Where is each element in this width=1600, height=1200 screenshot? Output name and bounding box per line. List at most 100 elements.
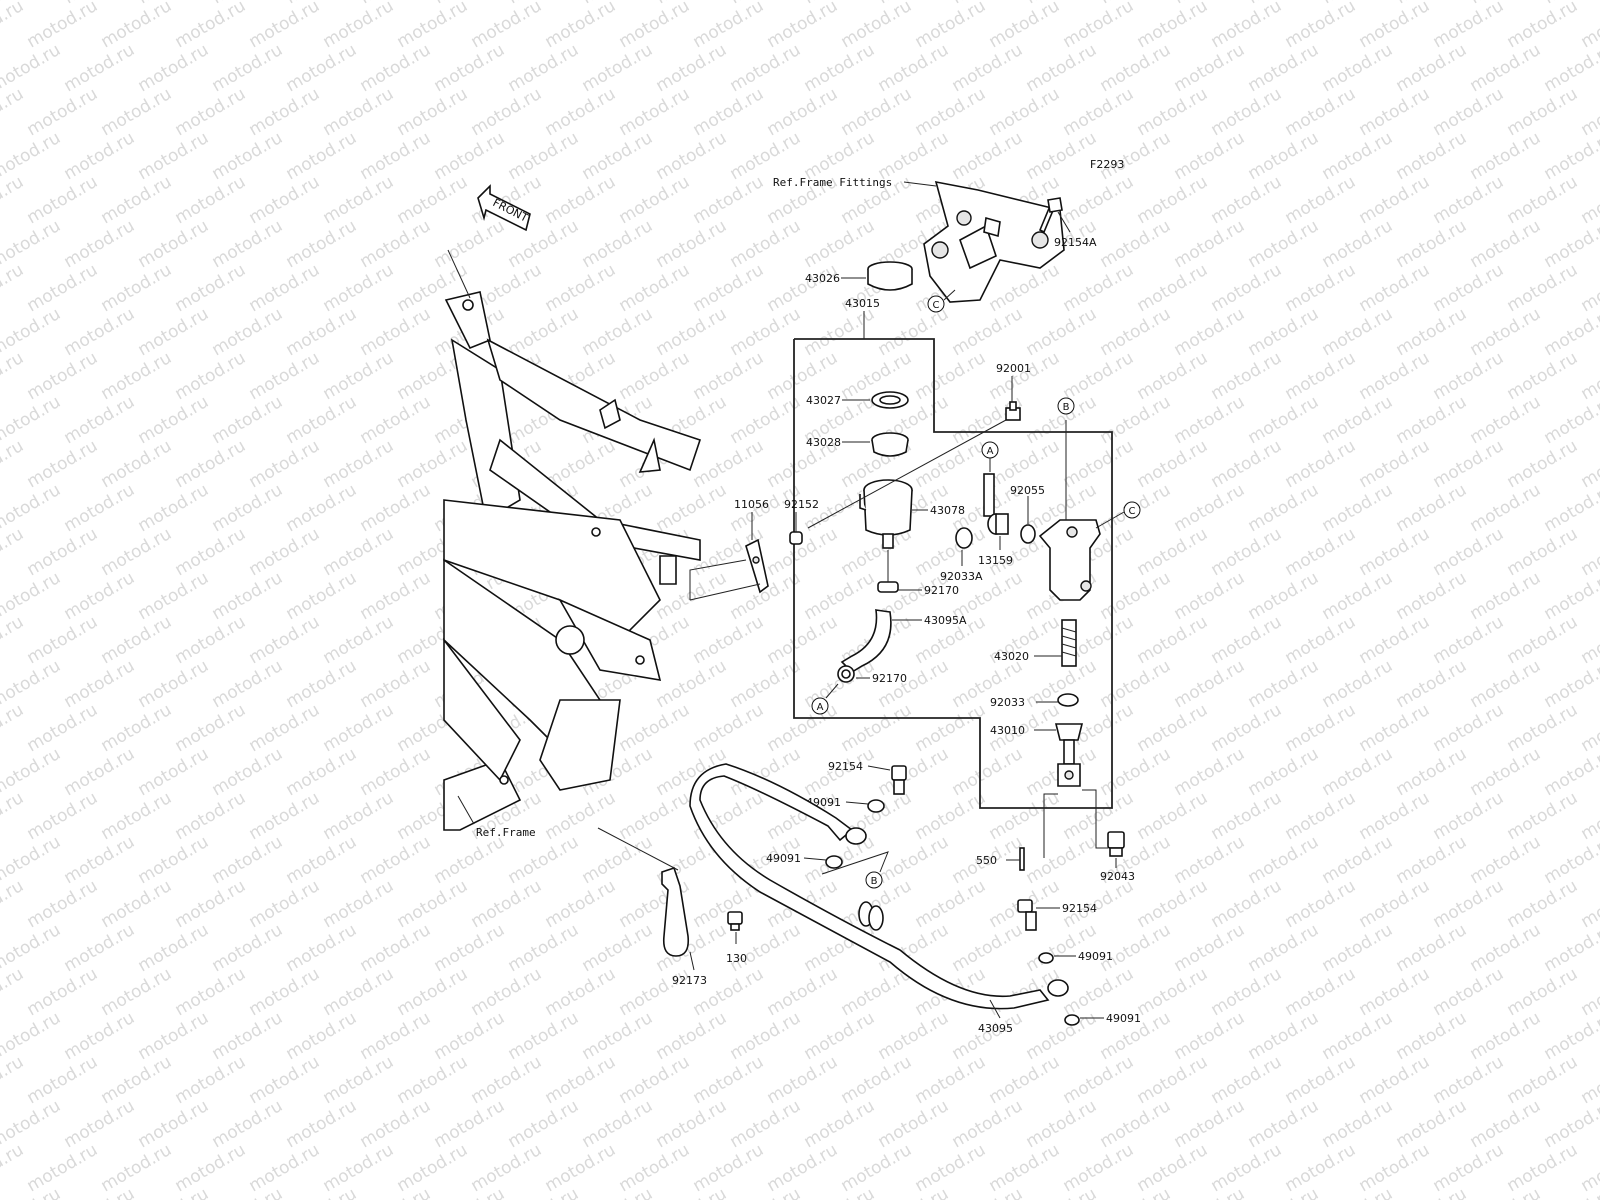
watermark-text: motod.ru — [838, 1140, 916, 1196]
watermark-text: motod.ru — [1393, 1008, 1471, 1064]
watermark-text: motod.ru — [949, 128, 1027, 184]
watermark-text: motod.ru — [1430, 1140, 1508, 1196]
watermark-text: motod.ru — [801, 1184, 879, 1200]
watermark-text: motod.ru — [690, 612, 768, 668]
watermark-text: motod.ru — [1393, 744, 1471, 800]
watermark-text: motod.ru — [1282, 524, 1360, 580]
watermark-text: motod.ru — [1467, 128, 1545, 184]
watermark-text: motod.ru — [24, 172, 102, 228]
watermark-text: motod.ru — [1282, 84, 1360, 140]
watermark-text: motod.ru — [653, 128, 731, 184]
watermark-text: motod.ru — [61, 1096, 139, 1152]
watermark-text: motod.ru — [246, 700, 324, 756]
watermark-text: motod.ru — [320, 172, 398, 228]
watermark-text: motod.ru — [172, 1052, 250, 1108]
watermark-text: motod.ru — [0, 612, 27, 668]
watermark-text: motod.ru — [320, 1052, 398, 1108]
watermark-text: motod.ru — [1356, 0, 1434, 52]
watermark-text: motod.ru — [283, 40, 361, 96]
watermark-text: motod.ru — [1430, 436, 1508, 492]
watermark-text: motod.ru — [1319, 304, 1397, 360]
watermark-text: motod.ru — [172, 876, 250, 932]
watermark-text: motod.ru — [1171, 1096, 1249, 1152]
watermark-text: motod.ru — [1319, 1096, 1397, 1152]
watermark-text: motod.ru — [727, 392, 805, 448]
watermark-text: motod.ru — [246, 612, 324, 668]
watermark-text: motod.ru — [1356, 964, 1434, 1020]
watermark-text: motod.ru — [0, 524, 27, 580]
label-49091-b: 49091 — [766, 852, 801, 865]
bolt-92154a — [1038, 197, 1063, 234]
piston-43010 — [1054, 723, 1084, 787]
watermark-text: motod.ru — [764, 964, 842, 1020]
watermark-text: motod.ru — [727, 656, 805, 712]
watermark-text: motod.ru — [320, 260, 398, 316]
watermark-text: motod.ru — [209, 40, 287, 96]
watermark-text: motod.ru — [98, 788, 176, 844]
watermark-text: motod.ru — [1504, 788, 1582, 844]
watermark-text: motod.ru — [24, 0, 102, 52]
watermark-text: motod.ru — [209, 1184, 287, 1200]
label-43095: 43095 — [978, 1022, 1013, 1035]
watermark-text: motod.ru — [1430, 172, 1508, 228]
nut-92043 — [1107, 831, 1125, 857]
watermark-text: motod.ru — [1578, 260, 1600, 316]
watermark-text: motod.ru — [209, 920, 287, 976]
watermark-text: motod.ru — [24, 524, 102, 580]
watermark-text: motod.ru — [1356, 436, 1434, 492]
watermark-text: motod.ru — [1245, 568, 1323, 624]
watermark-text: motod.ru — [320, 876, 398, 932]
watermark-text: motod.ru — [1134, 524, 1212, 580]
watermark-text: motod.ru — [357, 128, 435, 184]
watermark-text: motod.ru — [1282, 700, 1360, 756]
watermark-text: motod.ru — [1504, 84, 1582, 140]
watermark-text: motod.ru — [542, 84, 620, 140]
watermark-text: motod.ru — [61, 1184, 139, 1200]
watermark-text: motod.ru — [690, 700, 768, 756]
watermark-text: motod.ru — [172, 524, 250, 580]
watermark-text: motod.ru — [1467, 480, 1545, 536]
watermark-text: motod.ru — [1097, 40, 1175, 96]
watermark-text: motod.ru — [1467, 40, 1545, 96]
watermark-text: motod.ru — [1578, 700, 1600, 756]
watermark-text: motod.ru — [1171, 128, 1249, 184]
watermark-text: motod.ru — [1393, 216, 1471, 272]
watermark-text: motod.ru — [912, 700, 990, 756]
watermark-text: motod.ru — [135, 1096, 213, 1152]
watermark-text: motod.ru — [61, 216, 139, 272]
watermark-text: motod.ru — [1208, 876, 1286, 932]
watermark-text: motod.ru — [1430, 876, 1508, 932]
watermark-text: motod.ru — [98, 876, 176, 932]
watermark-text: motod.ru — [1430, 524, 1508, 580]
pin-550 — [1019, 847, 1025, 871]
watermark-text: motod.ru — [1171, 304, 1249, 360]
watermark-text: motod.ru — [209, 216, 287, 272]
oring-92055 — [1020, 524, 1036, 544]
watermark-text: motod.ru — [1171, 920, 1249, 976]
label-92043: 92043 — [1100, 870, 1135, 883]
watermark-text: motod.ru — [1356, 524, 1434, 580]
watermark-text: motod.ru — [1097, 656, 1175, 712]
watermark-text: motod.ru — [764, 524, 842, 580]
callout-b-lower: B — [871, 876, 878, 887]
watermark-text: motod.ru — [764, 612, 842, 668]
watermark-text: motod.ru — [1245, 480, 1323, 536]
frame-fittings-bracket — [923, 180, 1065, 303]
watermark-text: motod.ru — [283, 304, 361, 360]
watermark-text: motod.ru — [1430, 260, 1508, 316]
watermark-text: motod.ru — [949, 304, 1027, 360]
watermark-text: motod.ru — [764, 0, 842, 52]
watermark-text: motod.ru — [61, 744, 139, 800]
watermark-text: motod.ru — [135, 744, 213, 800]
watermark-text: motod.ru — [1134, 964, 1212, 1020]
watermark-text: motod.ru — [61, 832, 139, 888]
watermark-text: motod.ru — [986, 348, 1064, 404]
watermark-text: motod.ru — [801, 40, 879, 96]
watermark-text: motod.ru — [542, 0, 620, 52]
watermark-text: motod.ru — [209, 832, 287, 888]
watermark-text: motod.ru — [431, 40, 509, 96]
watermark-text: motod.ru — [357, 656, 435, 712]
watermark-text: motod.ru — [690, 1140, 768, 1196]
watermark-text: motod.ru — [912, 436, 990, 492]
watermark-text: motod.ru — [1282, 348, 1360, 404]
